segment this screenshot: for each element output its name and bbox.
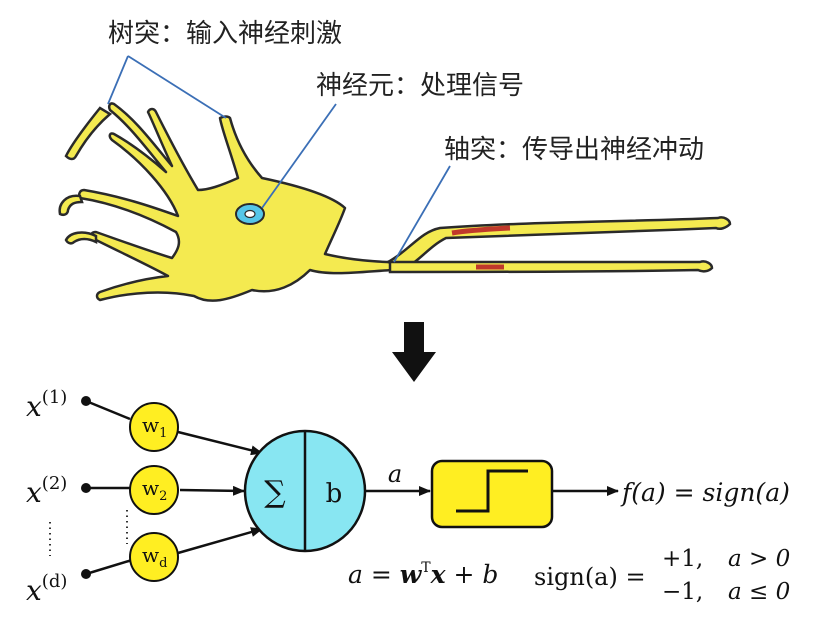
sign-case-cond-2: a ≤ 0 (728, 579, 790, 605)
sum-symbol: ∑ (264, 475, 286, 510)
step-function-icon (456, 469, 528, 513)
myelin-segment (451, 225, 511, 236)
input-wire (85, 399, 131, 421)
bias-label: b (326, 479, 343, 509)
axon-branch-upper (384, 216, 732, 270)
weight-label-1: w1 (142, 413, 167, 441)
dendrite-branch (64, 231, 98, 245)
sign-case-value-2: −1, (662, 579, 703, 605)
weight-node-2 (129, 465, 179, 515)
perceptron-model: x(1) x(2) x(d) w1 w2 wd ∑ b a f (26, 387, 790, 607)
input-label-d: x(d) (26, 571, 67, 607)
weight-node-1 (129, 402, 179, 452)
sign-case-cond-1: a > 0 (728, 546, 790, 572)
activation-label: a (388, 460, 402, 488)
axon-label: 轴突：传导出神经冲动 (444, 135, 704, 165)
weighted-arrow (177, 430, 263, 456)
weight-label-2: w2 (142, 476, 167, 504)
down-arrow-icon (392, 322, 436, 382)
dendrite-label: 树突：输入神经刺激 (108, 19, 342, 49)
soma-label: 神经元：处理信号 (316, 71, 524, 101)
nucleolus (244, 209, 256, 219)
axon-branch-lower (388, 260, 714, 274)
weight-label-d: wd (142, 543, 167, 571)
axon-pointer-line (393, 165, 451, 263)
neuron-cell-body (77, 102, 394, 302)
weighted-arrow (177, 527, 263, 555)
dendrite-pointer-line (107, 55, 129, 105)
dendrite-branch (64, 106, 113, 161)
weight-node-d (129, 532, 179, 582)
input-label-1: x(1) (26, 387, 67, 423)
dendrite-pointer-line (127, 55, 227, 119)
output-label: f(a) = sign(a) (620, 478, 790, 507)
input-wire (85, 558, 133, 576)
dendrite-branch (58, 194, 84, 217)
sign-case-value-1: +1, (662, 546, 703, 572)
linear-formula: a = wTx + b (348, 560, 498, 589)
input-label-2: x(2) (26, 473, 67, 509)
biological-neuron: 树突：输入神经刺激 神经元：处理信号 轴突：传导出神经冲动 (58, 19, 732, 302)
weighted-arrow (179, 485, 245, 496)
sign-definition-lhs: sign(a) = (534, 563, 646, 591)
soma-pointer-line (261, 103, 337, 209)
